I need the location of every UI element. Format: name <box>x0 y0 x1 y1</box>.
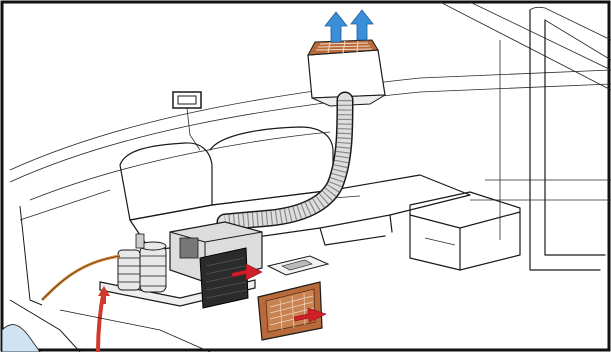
cabin-ac-installation-diagram <box>0 0 611 352</box>
diagram-canvas <box>0 0 611 352</box>
